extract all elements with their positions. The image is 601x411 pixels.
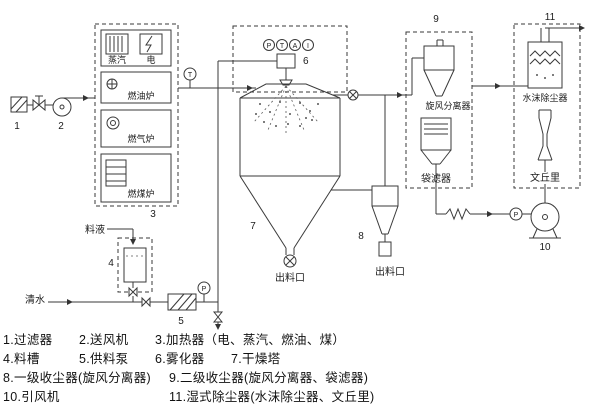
instrument-p-icon	[263, 39, 275, 51]
legend-row-2: 4.料槽 5.供料泵 6.雾化器 7.干燥塔	[3, 350, 599, 369]
legend-item: 1.过滤器	[3, 333, 53, 347]
legend-item: 3.加热器（电、蒸汽、燃油、煤）	[155, 333, 346, 347]
feed-system-group: 料液 4 清水 5 P	[25, 61, 224, 330]
coal-furnace-label: 燃煤炉	[127, 188, 154, 199]
pump-pressure-gauge-icon	[197, 281, 211, 295]
legend-row-1: 1.过滤器 2.送风机 3.加热器（电、蒸汽、燃油、煤）	[3, 331, 599, 350]
legend-item: 2.送风机	[79, 333, 129, 347]
legend-item: 8.一级收尘器(旋风分离器)	[3, 371, 151, 385]
secondary-collector-box-9: 9 旋风分离器 袋滤器	[405, 14, 473, 189]
drying-tower: 出料口 7	[239, 83, 341, 284]
primary-cyclone-8: 出料口 8	[358, 185, 405, 278]
gas-burner-icon	[106, 116, 120, 130]
tower-discharge-label: 出料口	[275, 271, 305, 284]
flex-joint-icon	[445, 207, 471, 221]
atomizer-symbol	[276, 53, 296, 86]
interstage-duct	[472, 83, 528, 89]
temperature-gauge-icon	[183, 67, 197, 81]
gas-furnace-label: 燃气炉	[127, 133, 154, 144]
legend-item: 9.二级收尘器(旋风分离器、袋滤器)	[169, 371, 369, 385]
cyclone-separator-icon	[423, 39, 455, 97]
hot-air-line: T	[178, 67, 256, 91]
steam-heater-icon	[105, 33, 129, 55]
coal-grate-icon	[105, 159, 127, 187]
venturi-icon	[537, 109, 553, 161]
damper-valve-icon	[347, 89, 359, 101]
drain-valve-icon	[212, 302, 224, 330]
filter-number: 1	[14, 121, 20, 132]
induced-draft-fan-icon	[529, 202, 561, 239]
venturi-label: 文丘里	[530, 171, 560, 184]
steam-label: 蒸汽	[108, 54, 126, 65]
water-valve-icon	[141, 296, 151, 308]
cyclone-discharge-label: 出料口	[375, 265, 405, 278]
oil-furnace-label: 燃油炉	[127, 90, 154, 101]
tower-top-group: P T A I 6	[218, 25, 348, 93]
legend-row-3: 8.一级收尘器(旋风分离器) 9.二级收尘器(旋风分离器、袋滤器)	[3, 369, 599, 388]
heater-number: 3	[150, 209, 156, 220]
feed-liquid-label: 料液	[85, 223, 105, 236]
temperature-gauge-letter: T	[188, 72, 193, 79]
filter-symbol	[10, 96, 28, 113]
feed-tank-number: 4	[108, 258, 114, 269]
legend-item: 11.湿式除尘器(水沫除尘器、文丘里)	[169, 390, 375, 404]
instrument-t-icon	[276, 39, 288, 51]
instrument-a-icon	[289, 39, 301, 51]
spray-pattern	[253, 85, 319, 133]
pump-gauge-letter: P	[202, 286, 207, 293]
legend-item: 10.引风机	[3, 390, 60, 404]
tower-discharge-valve	[283, 248, 297, 268]
tank-outlet-valve-icon	[128, 286, 138, 298]
water-mist-scrubber-icon	[527, 28, 563, 89]
gauge-a-letter: A	[293, 43, 298, 50]
legend: 1.过滤器 2.送风机 3.加热器（电、蒸汽、燃油、煤） 4.料槽 5.供料泵 …	[3, 331, 599, 407]
water-mist-label: 水沫除尘器	[522, 92, 567, 103]
air-intake-group: 1 2	[10, 95, 95, 132]
wet-collector-box-11: 11 水沫除尘器 文丘里	[513, 12, 585, 203]
fan-pressure-gauge-icon	[509, 207, 523, 221]
legend-row-4: 10.引风机 11.湿式除尘器(水沫除尘器、文丘里)	[3, 388, 599, 407]
bag-filter-icon	[420, 117, 452, 172]
legend-item: 6.雾化器	[155, 352, 205, 366]
diagram-canvas: 1 2 蒸汽 电 燃油炉	[10, 12, 585, 330]
clean-water-label: 清水	[25, 293, 45, 306]
fan-number: 10	[539, 242, 551, 253]
electric-label: 电	[146, 54, 155, 65]
gauge-p-letter: P	[267, 43, 272, 50]
feed-tank-box	[117, 237, 153, 293]
wet-collector-number: 11	[545, 12, 556, 23]
collector-number: 9	[433, 14, 439, 25]
atomizer-number: 6	[303, 56, 309, 67]
gauge-t-letter: T	[280, 43, 285, 50]
feed-tank-icon	[123, 247, 147, 283]
collection-pot	[378, 241, 392, 257]
inlet-valve-icon	[32, 95, 46, 112]
blower-symbol	[52, 95, 95, 117]
gauge-i-letter: I	[307, 43, 309, 50]
feed-pump-icon	[167, 293, 197, 311]
oil-burner-icon	[106, 78, 118, 90]
feed-pump-number: 5	[178, 316, 184, 327]
heater-options-box: 蒸汽 电 燃油炉 燃气炉 燃煤炉 3	[94, 23, 179, 220]
cyclone-separator-label: 旋风分离器	[425, 100, 470, 111]
electric-heater-icon	[139, 33, 163, 55]
legend-item: 4.料槽	[3, 352, 40, 366]
legend-item: 7.干燥塔	[231, 352, 281, 366]
exhaust-ducts	[331, 57, 424, 191]
legend-item: 5.供料泵	[79, 352, 129, 366]
instrument-i-icon	[302, 39, 314, 51]
cyclone-number: 8	[358, 231, 364, 242]
blower-number: 2	[58, 121, 64, 132]
fan-group: P 10	[435, 172, 561, 253]
tower-number: 7	[250, 221, 256, 232]
fan-gauge-letter: P	[514, 212, 519, 219]
